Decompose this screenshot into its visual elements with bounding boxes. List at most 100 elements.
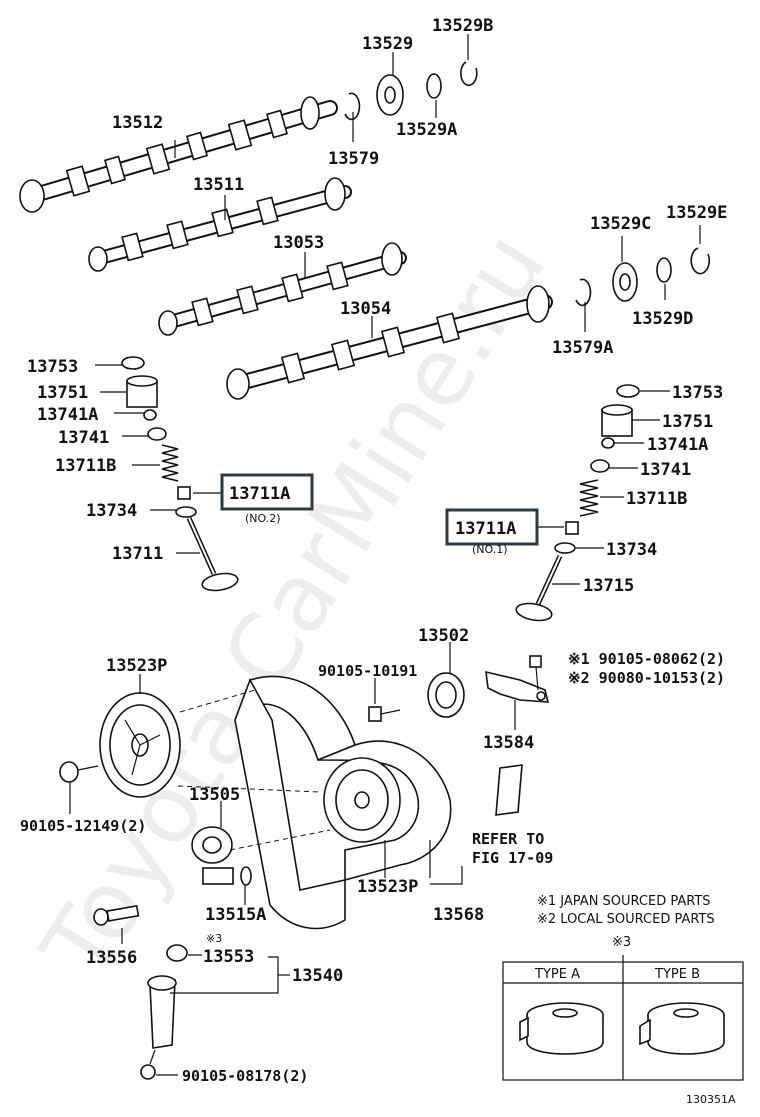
label-13502: 13502 xyxy=(418,626,469,646)
right-valve-13715[interactable] xyxy=(515,554,563,623)
idler-pulley-13502[interactable] xyxy=(427,672,465,718)
label-13515A: 13515A xyxy=(205,905,266,925)
label-right-13734: 13734 xyxy=(606,540,657,560)
left-lifter-13751[interactable] xyxy=(126,375,158,408)
label-13529: 13529 xyxy=(362,34,413,54)
right-shim-13753[interactable] xyxy=(616,384,640,398)
right-seal-13711A[interactable] xyxy=(565,521,579,535)
left-shim-13753[interactable] xyxy=(121,356,145,370)
label-fig-17-09: FIG 17-09 xyxy=(472,849,553,867)
label-bolt-local: ※2 90080-10153(2) xyxy=(568,669,725,687)
type-b-tensioner xyxy=(639,1002,725,1055)
label-90105-08178: 90105-08178(2) xyxy=(182,1067,308,1085)
label-90105-12149: 90105-12149(2) xyxy=(20,817,146,835)
gear-13529[interactable] xyxy=(376,74,404,116)
label-left-13711A-note: (NO.2) xyxy=(245,512,281,525)
label-left-13753: 13753 xyxy=(27,357,78,377)
label-right-13741A: 13741A xyxy=(647,435,708,455)
label-13579A: 13579A xyxy=(552,338,613,358)
cam-pulley-13523P[interactable] xyxy=(99,692,181,798)
camshaft-13512[interactable] xyxy=(19,96,338,213)
label-left-13751: 13751 xyxy=(37,383,88,403)
tensioner-rod-13540[interactable] xyxy=(147,975,177,1049)
type-b-label: TYPE B xyxy=(654,967,700,982)
label-13512: 13512 xyxy=(112,113,163,133)
tensioner-13505[interactable] xyxy=(191,826,234,885)
label-13054: 13054 xyxy=(340,299,391,319)
label-13553: 13553 xyxy=(203,947,254,967)
washer-13529D[interactable] xyxy=(656,257,672,283)
label-13053: 13053 xyxy=(273,233,324,253)
right-retainer-13741[interactable] xyxy=(590,459,610,473)
label-right-13711A[interactable]: 13711A xyxy=(455,519,516,539)
label-13584: 13584 xyxy=(483,733,534,753)
label-90105-10191: 90105-10191 xyxy=(318,662,417,680)
label-13540: 13540 xyxy=(292,966,343,986)
right-keeper-13741A[interactable] xyxy=(601,437,615,449)
note-japan-sourced: ※1 JAPAN SOURCED PARTS xyxy=(537,894,711,909)
camshaft-13054[interactable] xyxy=(226,285,553,400)
label-13505: 13505 xyxy=(189,785,240,805)
label-right-13753: 13753 xyxy=(672,383,723,403)
pin-13556[interactable] xyxy=(93,904,140,926)
note-mark3: ※3 xyxy=(612,935,631,950)
crank-pulley[interactable] xyxy=(323,757,401,843)
right-lifter-13751[interactable] xyxy=(601,404,633,437)
bolt-90105-10191[interactable] xyxy=(368,706,401,722)
snap-ring-13529B[interactable] xyxy=(460,61,478,86)
left-seal-13711A[interactable] xyxy=(177,486,191,500)
label-13529B: 13529B xyxy=(432,16,493,36)
type-a-tensioner xyxy=(519,1002,604,1055)
gear-13529C[interactable] xyxy=(612,262,638,302)
bracket-13584[interactable] xyxy=(485,670,550,703)
label-left-13711B: 13711B xyxy=(55,456,116,476)
figure-code: 130351A xyxy=(686,1093,736,1106)
camshaft-13511[interactable] xyxy=(88,177,352,272)
timing-belt-13568[interactable] xyxy=(234,675,452,930)
label-13523P-top: 13523P xyxy=(106,656,167,676)
label-13529A: 13529A xyxy=(396,120,457,140)
label-left-13741A: 13741A xyxy=(37,405,98,425)
snap-ring-13579A[interactable] xyxy=(575,278,592,307)
highlight-box-left xyxy=(220,473,314,511)
bolt-90105-12149[interactable] xyxy=(59,761,99,783)
left-spring-13711B[interactable] xyxy=(161,444,179,482)
label-right-13711B: 13711B xyxy=(626,489,687,509)
label-13579: 13579 xyxy=(328,149,379,169)
left-retainer-13741[interactable] xyxy=(147,427,167,441)
label-mark3: ※3 xyxy=(206,932,222,945)
label-right-13715: 13715 xyxy=(583,576,634,596)
highlight-box-right xyxy=(445,508,539,546)
label-left-13734: 13734 xyxy=(86,501,137,521)
snap-ring-13529E[interactable] xyxy=(690,247,711,275)
note-local-sourced: ※2 LOCAL SOURCED PARTS xyxy=(537,912,715,927)
left-seat-13734[interactable] xyxy=(175,506,197,518)
label-left-13711A[interactable]: 13711A xyxy=(229,484,290,504)
label-right-13711A-note: (NO.1) xyxy=(472,543,508,556)
label-13568: 13568 xyxy=(433,905,484,925)
label-refer-to: REFER TO xyxy=(472,830,544,848)
left-valve-13711[interactable] xyxy=(186,516,239,593)
right-seat-13734[interactable] xyxy=(554,542,576,554)
camshaft-13053[interactable] xyxy=(158,242,407,336)
label-left-13711: 13711 xyxy=(112,544,163,564)
right-spring-13711B[interactable] xyxy=(579,479,599,517)
cover-ref-17-09[interactable] xyxy=(495,764,523,816)
washer-13515A[interactable] xyxy=(240,866,252,886)
label-13511: 13511 xyxy=(193,175,244,195)
bolts-90105-08062[interactable] xyxy=(529,655,542,691)
bolt-90105-08178[interactable] xyxy=(140,1049,156,1080)
label-13529D: 13529D xyxy=(632,309,693,329)
washer-13529A[interactable] xyxy=(426,73,442,99)
label-13529C: 13529C xyxy=(590,214,651,234)
label-right-13751: 13751 xyxy=(662,412,713,432)
tensioner-13553[interactable] xyxy=(166,944,188,962)
label-left-13741: 13741 xyxy=(58,428,109,448)
left-keeper-13741A[interactable] xyxy=(143,409,157,421)
label-13529E: 13529E xyxy=(666,203,727,223)
label-13523P-bottom: 13523P xyxy=(357,877,418,897)
snap-ring-13579[interactable] xyxy=(344,92,361,121)
type-a-label: TYPE A xyxy=(534,967,580,982)
